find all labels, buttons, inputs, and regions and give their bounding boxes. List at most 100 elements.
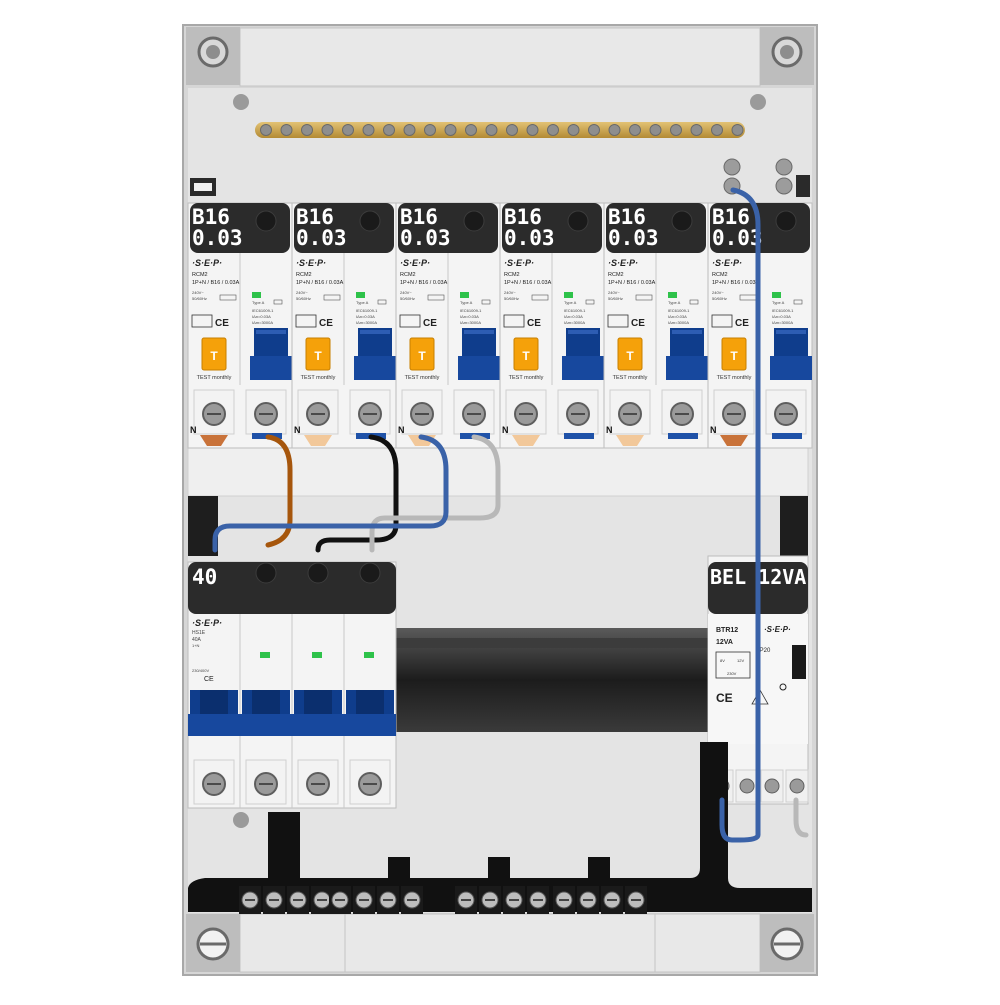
label-screw: [775, 210, 797, 232]
label-screw: [359, 562, 381, 584]
wiring: [212, 187, 809, 843]
corner-screw-top-left: [186, 27, 240, 85]
terminal-clip: [668, 433, 698, 439]
test-button[interactable]: [305, 337, 331, 371]
corner-screw-top-right: [760, 27, 814, 85]
corner-screw-bottom-left: [186, 914, 240, 972]
rating-label: B16: [608, 205, 646, 229]
sensitivity-label: 0.03: [400, 226, 451, 250]
mounting-hole: [750, 94, 766, 110]
busbar-screw: [260, 124, 272, 136]
model-text: RCM2: [608, 272, 624, 278]
fuse-slot: [792, 645, 806, 679]
idn-text: IΔn=0.03A: [356, 314, 375, 319]
test-button[interactable]: [617, 337, 643, 371]
supply-terminal[interactable]: [723, 158, 741, 195]
idn-text: IΔn=0.03A: [772, 314, 791, 319]
icn-text: IΔm=3000A: [772, 320, 793, 325]
idn-text: IΔn=0.03A: [252, 314, 271, 319]
label-screw: [307, 562, 329, 584]
spec-text: 1P+N / B16 / 0.03A: [296, 280, 344, 286]
circuit-label: [188, 562, 396, 614]
toggle-highlight: [256, 330, 286, 334]
status-indicator: [356, 292, 365, 298]
power-text: 12VA: [716, 639, 733, 646]
rating-label: B16: [504, 205, 542, 229]
busbar-screw: [649, 124, 662, 136]
neutral-cable-sleeve: [200, 435, 228, 446]
rating-box: [481, 299, 491, 305]
busbar-screw: [608, 124, 621, 136]
busbar-screw: [362, 124, 375, 136]
test-button[interactable]: [201, 337, 227, 371]
output-8v-text: 8V: [720, 658, 725, 663]
rating-label: B16: [192, 205, 230, 229]
toggle-base: [666, 356, 708, 380]
corner-screw-bottom-right: [760, 914, 814, 972]
sensitivity-label: 0.03: [192, 226, 243, 250]
brand-logo: ·S·E·P·: [504, 258, 534, 268]
certification-icon: [711, 314, 733, 328]
toggle-highlight: [776, 330, 806, 334]
supply-terminal[interactable]: [775, 158, 793, 195]
test-button[interactable]: [409, 337, 435, 371]
toggle-base: [770, 356, 812, 380]
brand-logo: ·S·E·P·: [192, 618, 222, 628]
toggle-base: [458, 356, 500, 380]
wiring-diagram-icon: [715, 651, 751, 679]
neutral-mark: N: [710, 425, 717, 435]
busbar-screw: [547, 124, 559, 136]
output-12v-text: 12V: [737, 658, 744, 663]
wire-grey-transformer: [793, 797, 809, 838]
wire-clip: [796, 175, 810, 197]
certification-icon: [399, 314, 421, 328]
spec-text: 1P+N / B16 / 0.03A: [400, 280, 448, 286]
rating-box: [585, 299, 595, 305]
toggle-highlight: [360, 330, 390, 334]
wire-blue-transformer: [719, 187, 761, 843]
busbar-screw: [485, 124, 498, 136]
freq-text: 50/60Hz: [192, 296, 207, 301]
label-screw: [255, 562, 277, 584]
transformer-terminal-screw[interactable]: [789, 778, 805, 794]
neutral-cable-sleeve: [616, 435, 644, 446]
busbar-screw: [403, 124, 416, 136]
test-hint: TEST monthly: [405, 375, 440, 381]
rating-box: [273, 299, 283, 305]
brand-logo: ·S·E·P·: [192, 258, 222, 268]
busbar-screw: [690, 124, 703, 136]
standard-text: IEC61009-1: [460, 308, 482, 313]
test-hint: TEST monthly: [509, 375, 544, 381]
test-button-label: T: [210, 349, 218, 363]
busbar-screw: [629, 124, 641, 136]
busbar-screw: [280, 124, 293, 136]
ce-mark-icon: CE: [735, 318, 749, 329]
toggle-base: [354, 356, 396, 380]
wire-grey: [369, 434, 501, 553]
test-hint: TEST monthly: [197, 375, 232, 381]
spec-text: 1P+N / B16 / 0.03A: [712, 280, 760, 286]
terminal-housing: [193, 759, 235, 805]
certification-icon: [191, 314, 213, 328]
type-text: Type A: [460, 300, 473, 305]
transformer-terminal-screw[interactable]: [764, 778, 780, 794]
transformer-terminal-screw[interactable]: [739, 778, 755, 794]
neutral-cable-sleeve: [304, 435, 332, 446]
test-hint: TEST monthly: [717, 375, 752, 381]
input-voltage-text: 230V: [727, 671, 737, 676]
test-button[interactable]: [513, 337, 539, 371]
ce-mark-icon: CE: [423, 318, 437, 329]
icn-text: IΔm=3000A: [356, 320, 377, 325]
toggle-lever: [200, 690, 228, 714]
test-button-label: T: [418, 349, 426, 363]
label-screw: [671, 210, 693, 232]
freq-text: 50/60Hz: [400, 296, 415, 301]
test-button[interactable]: [721, 337, 747, 371]
test-button-label: T: [730, 349, 738, 363]
toggle-bar[interactable]: [188, 714, 396, 736]
ce-mark-icon: CE: [631, 318, 645, 329]
voltage-text: 240V~: [608, 290, 620, 295]
